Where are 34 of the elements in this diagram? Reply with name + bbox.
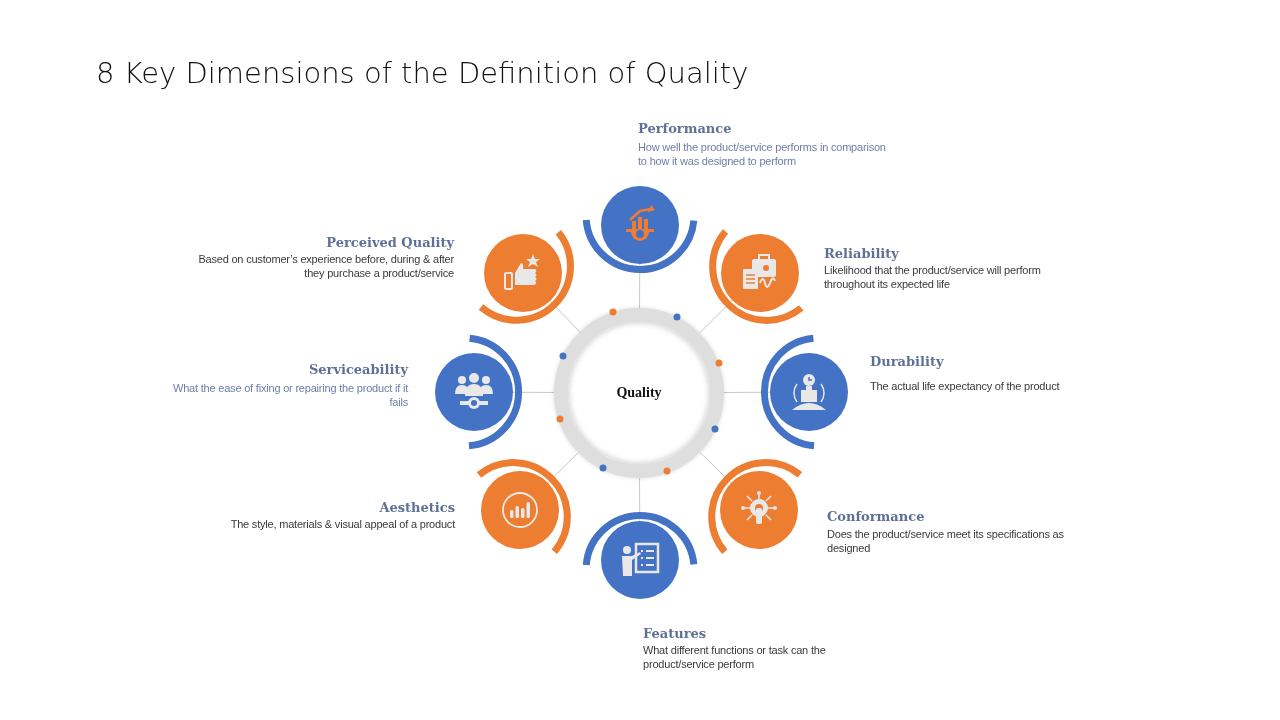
dimension-description: Does the product/service meet its specifications as designed <box>827 527 1065 555</box>
dimension-description: How well the product/service performs in comparison to how it was designed to perform <box>638 140 887 168</box>
icon-circle <box>435 353 513 431</box>
dimension-description: The style, materials & visual appeal of a product <box>229 517 455 531</box>
connector-line <box>512 391 555 393</box>
connector-line <box>549 300 581 333</box>
icon-circle <box>770 353 848 431</box>
connector-line <box>723 391 771 393</box>
slide-title: 8 Key Dimensions of the Definition of Quality <box>96 56 749 90</box>
dimension-description: What different functions or task can the product/service perform <box>643 643 827 671</box>
dimension-description: The actual life expectancy of the product <box>870 379 1061 393</box>
dimension-title: Serviceability <box>307 362 408 377</box>
icon-circle <box>720 471 798 549</box>
dimension-description: Based on customer’s experience before, during & after they purchase a product/service <box>197 252 454 280</box>
icon-circle <box>481 471 559 549</box>
connector-line <box>639 263 641 309</box>
dimension-title: Performance <box>638 121 733 136</box>
dimension-title: Perceived Quality <box>325 235 454 250</box>
dimension-title: Reliability <box>824 246 900 261</box>
dimension-title: Aesthetics <box>378 500 455 515</box>
connector-line <box>639 477 641 522</box>
dimension-title: Features <box>643 626 708 641</box>
hub-label: Quality <box>616 385 662 401</box>
icon-circle <box>484 234 562 312</box>
icon-circle <box>601 186 679 264</box>
connector-line <box>698 299 733 334</box>
dimension-title: Conformance <box>827 509 926 524</box>
icon-circle <box>721 234 799 312</box>
connector-line <box>547 452 579 484</box>
connector-line <box>699 451 732 484</box>
dimension-title: Durability <box>870 354 945 369</box>
dimension-description: What the ease of fixing or repairing the product if it fails <box>172 381 408 409</box>
dimension-description: Likelihood that the product/service will perform throughout its expected life <box>824 263 1042 291</box>
icon-circle <box>601 521 679 599</box>
